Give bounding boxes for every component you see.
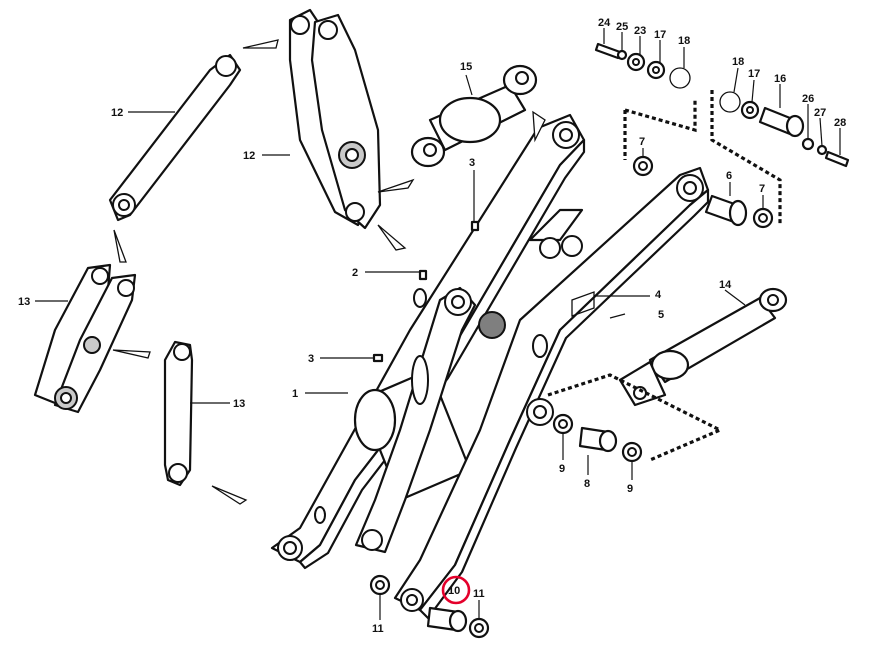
bolt-part-24[interactable]: [594, 42, 622, 60]
callout-26[interactable]: 26: [802, 93, 814, 105]
washer-part-25[interactable]: [616, 49, 628, 61]
bellcrank-arm[interactable]: [354, 286, 477, 554]
leader-lines: [35, 28, 841, 620]
callout-14[interactable]: 14: [719, 279, 732, 291]
decal-part-2: [418, 269, 428, 281]
callout-3[interactable]: 3: [469, 157, 475, 169]
callout-12[interactable]: 12: [111, 107, 123, 119]
callout-11[interactable]: 11: [372, 623, 384, 635]
circlip-part-18[interactable]: [669, 67, 741, 113]
callout-13[interactable]: 13: [233, 398, 245, 410]
decal-part-4: [571, 291, 626, 319]
washer-part-7[interactable]: [632, 155, 774, 229]
callout-3[interactable]: 3: [308, 353, 314, 365]
cylinder-part-14[interactable]: [618, 287, 788, 407]
callout-16[interactable]: 16: [774, 73, 786, 85]
link-plate-part-12[interactable]: [288, 8, 382, 230]
callout-9[interactable]: 9: [627, 483, 633, 495]
callout-12[interactable]: 12: [243, 150, 255, 162]
callout-10[interactable]: 10: [448, 585, 460, 597]
callout-labels: 1 2 3 3 4 5 6 7 7 8 9 9 10 11 11 12 12 1…: [18, 17, 846, 635]
callout-2[interactable]: 2: [352, 267, 358, 279]
callout-15[interactable]: 15: [460, 61, 472, 73]
callout-17[interactable]: 17: [654, 29, 666, 41]
callout-5[interactable]: 5: [658, 309, 664, 321]
callout-9[interactable]: 9: [559, 463, 565, 475]
washer-part-26[interactable]: [801, 137, 815, 151]
assembly-arrows: [112, 39, 546, 505]
washer-part-11[interactable]: [369, 574, 490, 639]
link-plate-part-13[interactable]: [33, 263, 137, 414]
front-lift-arm[interactable]: [393, 166, 710, 620]
callout-17[interactable]: 17: [748, 68, 760, 80]
bushing-part-6[interactable]: [704, 194, 748, 227]
callout-24[interactable]: 24: [598, 17, 611, 29]
washer-part-27[interactable]: [816, 144, 828, 156]
pin-part-16[interactable]: [758, 106, 805, 138]
highlight-circle: [441, 575, 471, 605]
bushing-part-10[interactable]: [426, 606, 468, 633]
callout-27[interactable]: 27: [814, 107, 826, 119]
callout-25[interactable]: 25: [616, 21, 628, 33]
callout-18[interactable]: 18: [678, 35, 690, 47]
callout-1[interactable]: 1: [292, 388, 298, 400]
bolt-part-28[interactable]: [824, 150, 850, 168]
callout-6[interactable]: 6: [726, 170, 732, 182]
callout-4[interactable]: 4: [655, 289, 662, 301]
washer-part-17[interactable]: [626, 52, 760, 120]
bushing-part-8[interactable]: [578, 426, 618, 453]
callout-28[interactable]: 28: [834, 117, 846, 129]
assembly-group-bracket: [547, 90, 782, 462]
callout-23[interactable]: 23: [634, 25, 646, 37]
callout-7[interactable]: 7: [759, 183, 765, 195]
mounting-bracket: [528, 208, 584, 259]
callout-8[interactable]: 8: [584, 478, 590, 490]
callout-7[interactable]: 7: [639, 136, 645, 148]
callout-18[interactable]: 18: [732, 56, 744, 68]
cylinder-part-15[interactable]: [410, 64, 538, 168]
callout-13[interactable]: 13: [18, 296, 30, 308]
link-rod-part-12[interactable]: [108, 53, 242, 222]
callout-11[interactable]: 11: [473, 588, 485, 600]
link-rod-part-13[interactable]: [163, 340, 194, 487]
